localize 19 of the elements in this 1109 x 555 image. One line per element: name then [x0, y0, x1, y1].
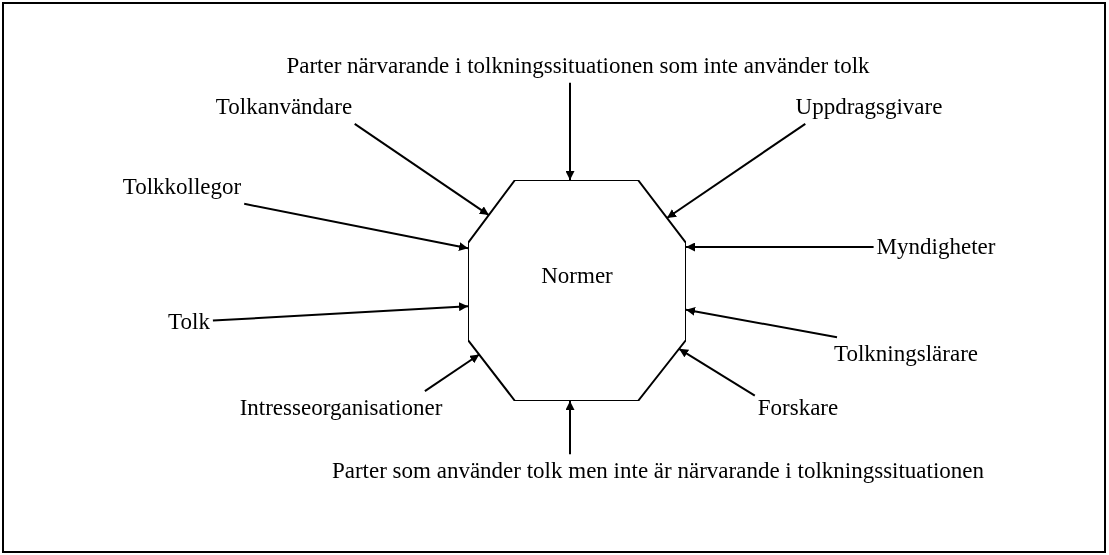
arrow [565, 81, 575, 181]
stakeholder-label: Tolkanvändare [215, 93, 353, 121]
arrow [211, 302, 469, 322]
stakeholder-label: Parter närvarande i tolkningssituationen som inte använder tolk [286, 52, 870, 80]
stakeholder-label: Tolk [168, 308, 210, 336]
stakeholder-label: Tolkkollegor [122, 173, 242, 201]
arrow [678, 347, 756, 397]
arrow [353, 122, 490, 217]
arrow [666, 122, 807, 219]
arrow [423, 353, 481, 393]
stakeholder-label: Forskare [757, 394, 839, 422]
arrow [243, 202, 469, 251]
stakeholder-label: Parter som använder tolk men inte är närvarande i tolkningssituationen [331, 457, 985, 485]
stakeholder-label: Uppdragsgivare [795, 93, 943, 121]
octagon-node: Normer [468, 180, 686, 401]
stakeholder-label: Myndigheter [876, 233, 996, 261]
arrow [565, 400, 575, 456]
stakeholder-label: Tolkningslärare [834, 340, 978, 368]
stakeholder-label: Intresseorganisationer [239, 394, 443, 422]
